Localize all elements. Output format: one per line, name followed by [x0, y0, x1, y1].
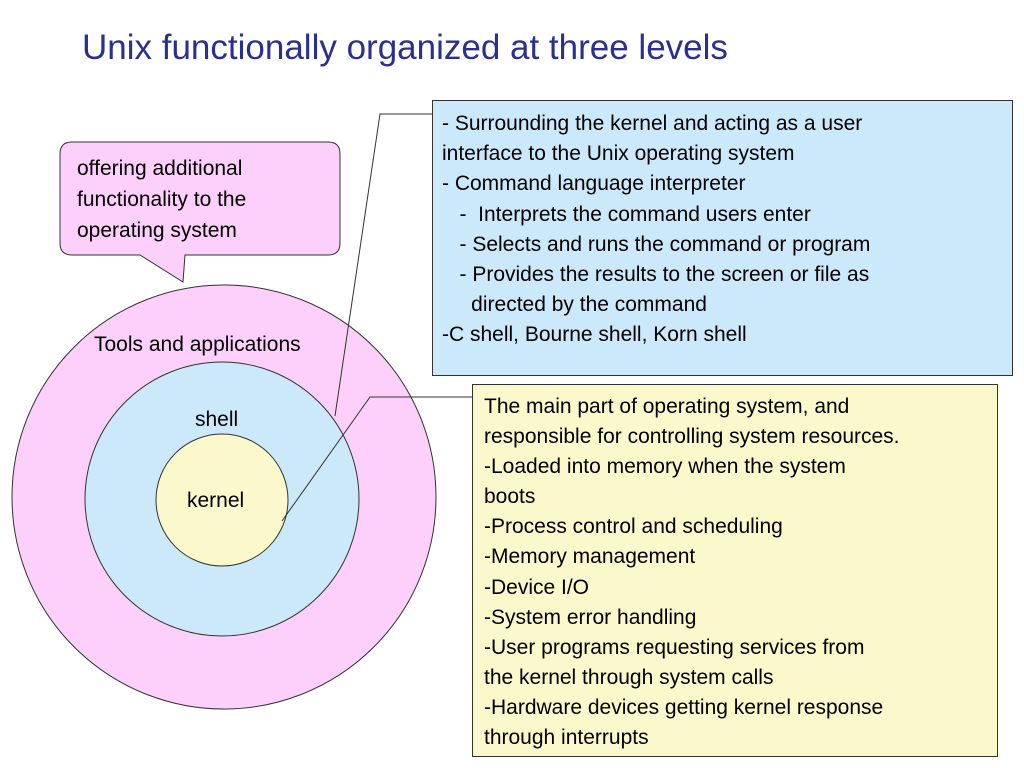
- kernel-connector-line: [281, 396, 472, 522]
- shell-desc-line: - Interprets the command users enter: [442, 202, 811, 226]
- shell-desc-line: -C shell, Bourne shell, Korn shell: [442, 323, 747, 347]
- shell-connector-line: [334, 113, 432, 417]
- kernel-label: kernel: [187, 489, 245, 512]
- shell-label: shell: [195, 408, 239, 431]
- shell-desc-line: interface to the Unix operating system: [442, 142, 795, 166]
- kernel-desc-line: -Device I/O: [484, 575, 590, 599]
- shell-desc-line: - Command language interpreter: [442, 172, 746, 196]
- kernel-desc-line: -Process control and scheduling: [484, 515, 783, 539]
- kernel-description-box: The main part of operating system, and r…: [472, 384, 998, 757]
- slide-title: Unix functionally organized at three lev…: [82, 28, 728, 67]
- kernel-desc-line: -Loaded into memory when the system: [484, 455, 846, 479]
- kernel-desc-line: -System error handling: [484, 605, 697, 629]
- shell-description-box: - Surrounding the kernel and acting as a…: [432, 100, 1013, 376]
- kernel-desc-line: -User programs requesting services from: [484, 635, 865, 659]
- kernel-desc-line: through interrupts: [484, 726, 649, 750]
- shell-desc-line: - Provides the results to the screen or …: [442, 263, 870, 287]
- kernel-desc-line: boots: [484, 485, 536, 509]
- shell-desc-line: - Surrounding the kernel and acting as a…: [442, 112, 863, 135]
- kernel-desc-line: The main part of operating system, and: [484, 395, 850, 418]
- kernel-desc-line: responsible for controlling system resou…: [484, 425, 900, 449]
- shell-desc-line: - Selects and runs the command or progra…: [442, 232, 871, 256]
- tools-label: Tools and applications: [94, 333, 301, 356]
- callout-line: operating system: [77, 219, 237, 242]
- kernel-desc-line: -Hardware devices getting kernel respons…: [484, 695, 884, 719]
- callout-line: offering additional: [77, 157, 243, 180]
- kernel-desc-line: the kernel through system calls: [484, 665, 774, 689]
- callout-bubble: [59, 141, 341, 283]
- callout-line: functionality to the: [77, 188, 247, 211]
- kernel-core: [155, 433, 289, 567]
- callout-text: offering additional functionality to the…: [77, 153, 246, 246]
- kernel-desc-line: -Memory management: [484, 545, 696, 569]
- shell-desc-line: directed by the command: [442, 293, 707, 317]
